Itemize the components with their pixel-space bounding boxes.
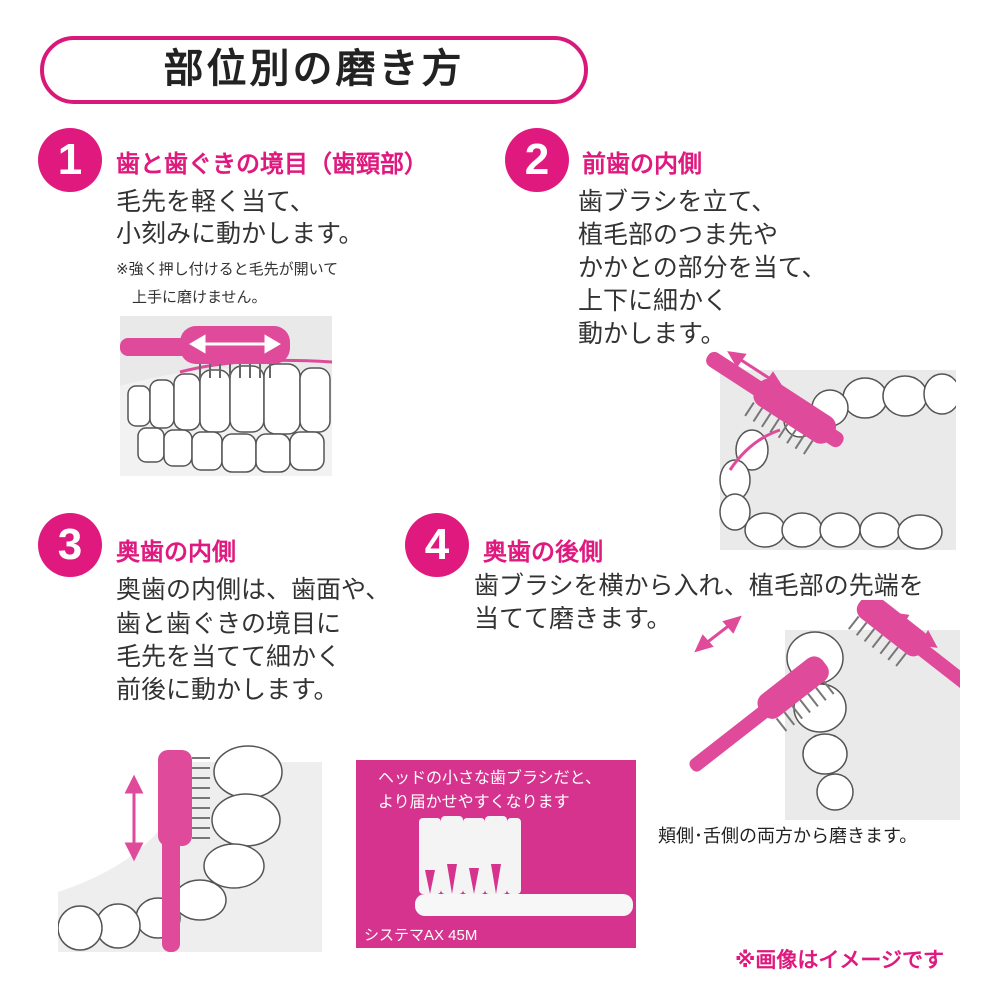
step-4-caption: 頬側･舌側の両方から磨きます。: [658, 826, 918, 847]
step-2-line-1: 歯ブラシを立て、: [578, 187, 777, 216]
title-frame: [40, 36, 588, 104]
info-box-line-2: より届かせやすくなります: [378, 792, 570, 811]
step-number-4: 4: [405, 513, 469, 577]
step-3-heading: 奥歯の内側: [116, 538, 236, 566]
step-number-1: 1: [38, 128, 102, 192]
step-2-line-2: 植毛部のつま先や: [578, 220, 779, 249]
step-2-illustration: [706, 351, 956, 550]
info-box-line-1: ヘッドの小さな歯ブラシだと、: [378, 768, 602, 787]
step-1-line-2: 小刻みに動かします。: [116, 219, 364, 248]
toothbrush-model-label: システマAX 45M: [364, 927, 478, 944]
step-1-note-1: ※強く押し付けると毛先が開いて: [116, 260, 339, 278]
step-number-3: 3: [38, 513, 102, 577]
step-2-heading: 前歯の内側: [582, 150, 702, 178]
step-4-line-2: 当てて磨きます。: [474, 604, 672, 633]
page-title: 部位別の磨き方: [163, 46, 465, 92]
step-1-heading: 歯と歯ぐきの境目（歯頸部）: [116, 150, 428, 178]
step-number-2: 2: [505, 128, 569, 192]
step-2-line-4: 上下に細かく: [578, 286, 729, 315]
step-2-line-3: かかとの部分を当て、: [578, 253, 827, 282]
step-1-note-2: 上手に磨けません。: [132, 288, 267, 306]
toothbrush-head-image: [415, 816, 633, 916]
step-3-line-1: 奥歯の内側は、歯面や、: [116, 575, 391, 604]
image-disclaimer: ※画像はイメージです: [735, 948, 944, 972]
step-1-illustration: [120, 316, 332, 476]
step-3-illustration: [58, 745, 322, 952]
step-4-line-1: 歯ブラシを横から入れ、植毛部の先端を: [474, 571, 924, 600]
step-4-heading: 奥歯の後側: [483, 538, 603, 566]
step-3-line-2: 歯と歯ぐきの境目に: [116, 609, 342, 638]
step-3-line-3: 毛先を当てて細かく: [116, 642, 342, 671]
step-2-line-5: 動かします。: [578, 319, 726, 348]
step-3-line-4: 前後に動かします。: [116, 675, 339, 704]
step-4-illustration: [689, 600, 960, 820]
step-1-line-1: 毛先を軽く当て、: [116, 187, 315, 216]
